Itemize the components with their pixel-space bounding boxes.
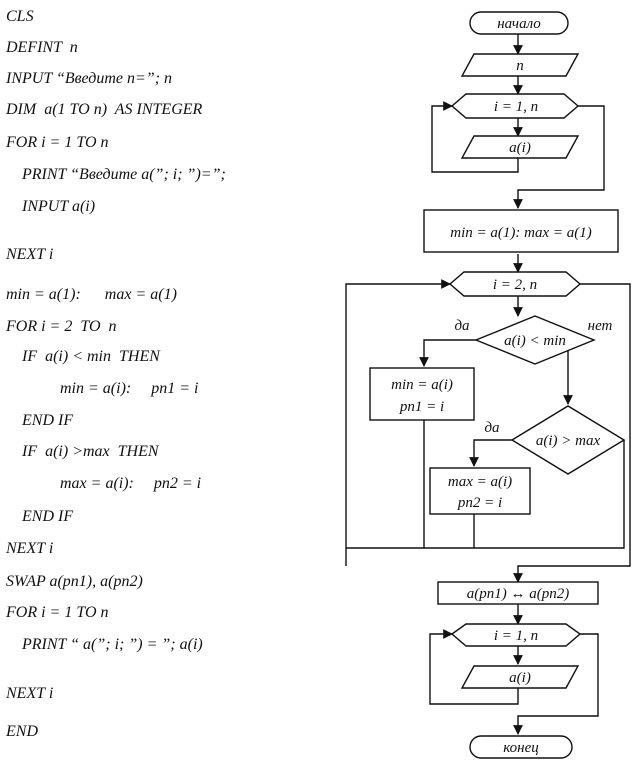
output-ai-block: a(i) [460, 665, 580, 689]
init-label: min = a(1): max = a(1) [450, 225, 591, 241]
code-line: INPUT “Введите n=”; n [6, 70, 173, 87]
loop2-block: i = 2, n [448, 271, 582, 297]
cond1-no-label: нет [588, 318, 613, 334]
code-line: CLS [6, 8, 34, 25]
cond2-yes-label: да [484, 420, 499, 436]
input-ai-block: a(i) [460, 135, 580, 159]
code-line: DEFINT n [6, 39, 78, 56]
cond2-label: a(i) > max [536, 433, 601, 449]
loop1-block: i = 1, n [450, 93, 580, 119]
cond1-label: a(i) < min [504, 333, 566, 349]
loop3-block: i = 1, n [450, 623, 582, 647]
code-line: PRINT “Введите a(”; i; ”)=”; [22, 166, 226, 183]
code-line: SWAP a(pn1), a(pn2) [6, 573, 143, 590]
assign-min-block: min = a(i) pn1 = i [369, 367, 475, 421]
assign-max-label: max = a(i) [448, 474, 512, 490]
swap-label: a(pn1) ↔ a(pn2) [467, 586, 569, 602]
assign-max-block: max = a(i) pn2 = i [429, 467, 531, 515]
code-line: FOR i = 2 TO n [6, 318, 117, 335]
code-line: min = a(1): max = a(1) [6, 286, 177, 303]
code-line: NEXT i [6, 685, 54, 702]
code-line: END [6, 723, 38, 740]
code-line: END IF [22, 508, 74, 525]
cond1-decision: a(i) < min да нет [454, 315, 613, 365]
loop2-label: i = 2, n [493, 277, 537, 293]
loop3-label: i = 1, n [494, 628, 538, 644]
init-block: min = a(1): max = a(1) [423, 209, 619, 253]
code-line: INPUT a(i) [22, 198, 96, 215]
cond1-yes-label: да [454, 318, 469, 334]
input-ai-label: a(i) [509, 140, 531, 156]
code-line: FOR i = 1 TO n [6, 134, 109, 151]
code-line: END IF [22, 412, 74, 429]
end-label: конец [503, 740, 539, 756]
swap-block: a(pn1) ↔ a(pn2) [437, 581, 599, 605]
code-line: IF a(i) < min THEN [22, 348, 160, 365]
output-ai-label: a(i) [509, 670, 531, 686]
assign-pn1-label: pn1 = i [399, 399, 444, 415]
input-n-block: n [460, 53, 580, 77]
code-line: IF a(i) >max THEN [22, 443, 159, 460]
code-line: min = a(i): pn1 = i [60, 380, 199, 397]
start-label: начало [497, 16, 541, 32]
loop1-label: i = 1, n [494, 99, 538, 115]
assign-pn2-label: pn2 = i [457, 495, 502, 511]
code-line: DIM a(1 TO n) AS INTEGER [6, 101, 203, 118]
cond2-decision: a(i) > max да [484, 405, 626, 475]
code-line: max = a(i): pn2 = i [60, 475, 202, 492]
code-line: PRINT “ a(”; i; ”) = ”; a(i) [22, 636, 203, 653]
assign-min-label: min = a(i) [391, 377, 453, 393]
code-line: NEXT i [6, 246, 54, 263]
code-listing: CLS DEFINT n INPUT “Введите n=”; n DIM a… [6, 8, 226, 740]
input-n-label: n [516, 58, 524, 74]
end-terminator: конец [469, 735, 573, 759]
start-terminator: начало [469, 11, 569, 35]
connectors [345, 34, 631, 735]
code-line: NEXT i [6, 540, 54, 557]
code-line: FOR i = 1 TO n [6, 604, 109, 621]
